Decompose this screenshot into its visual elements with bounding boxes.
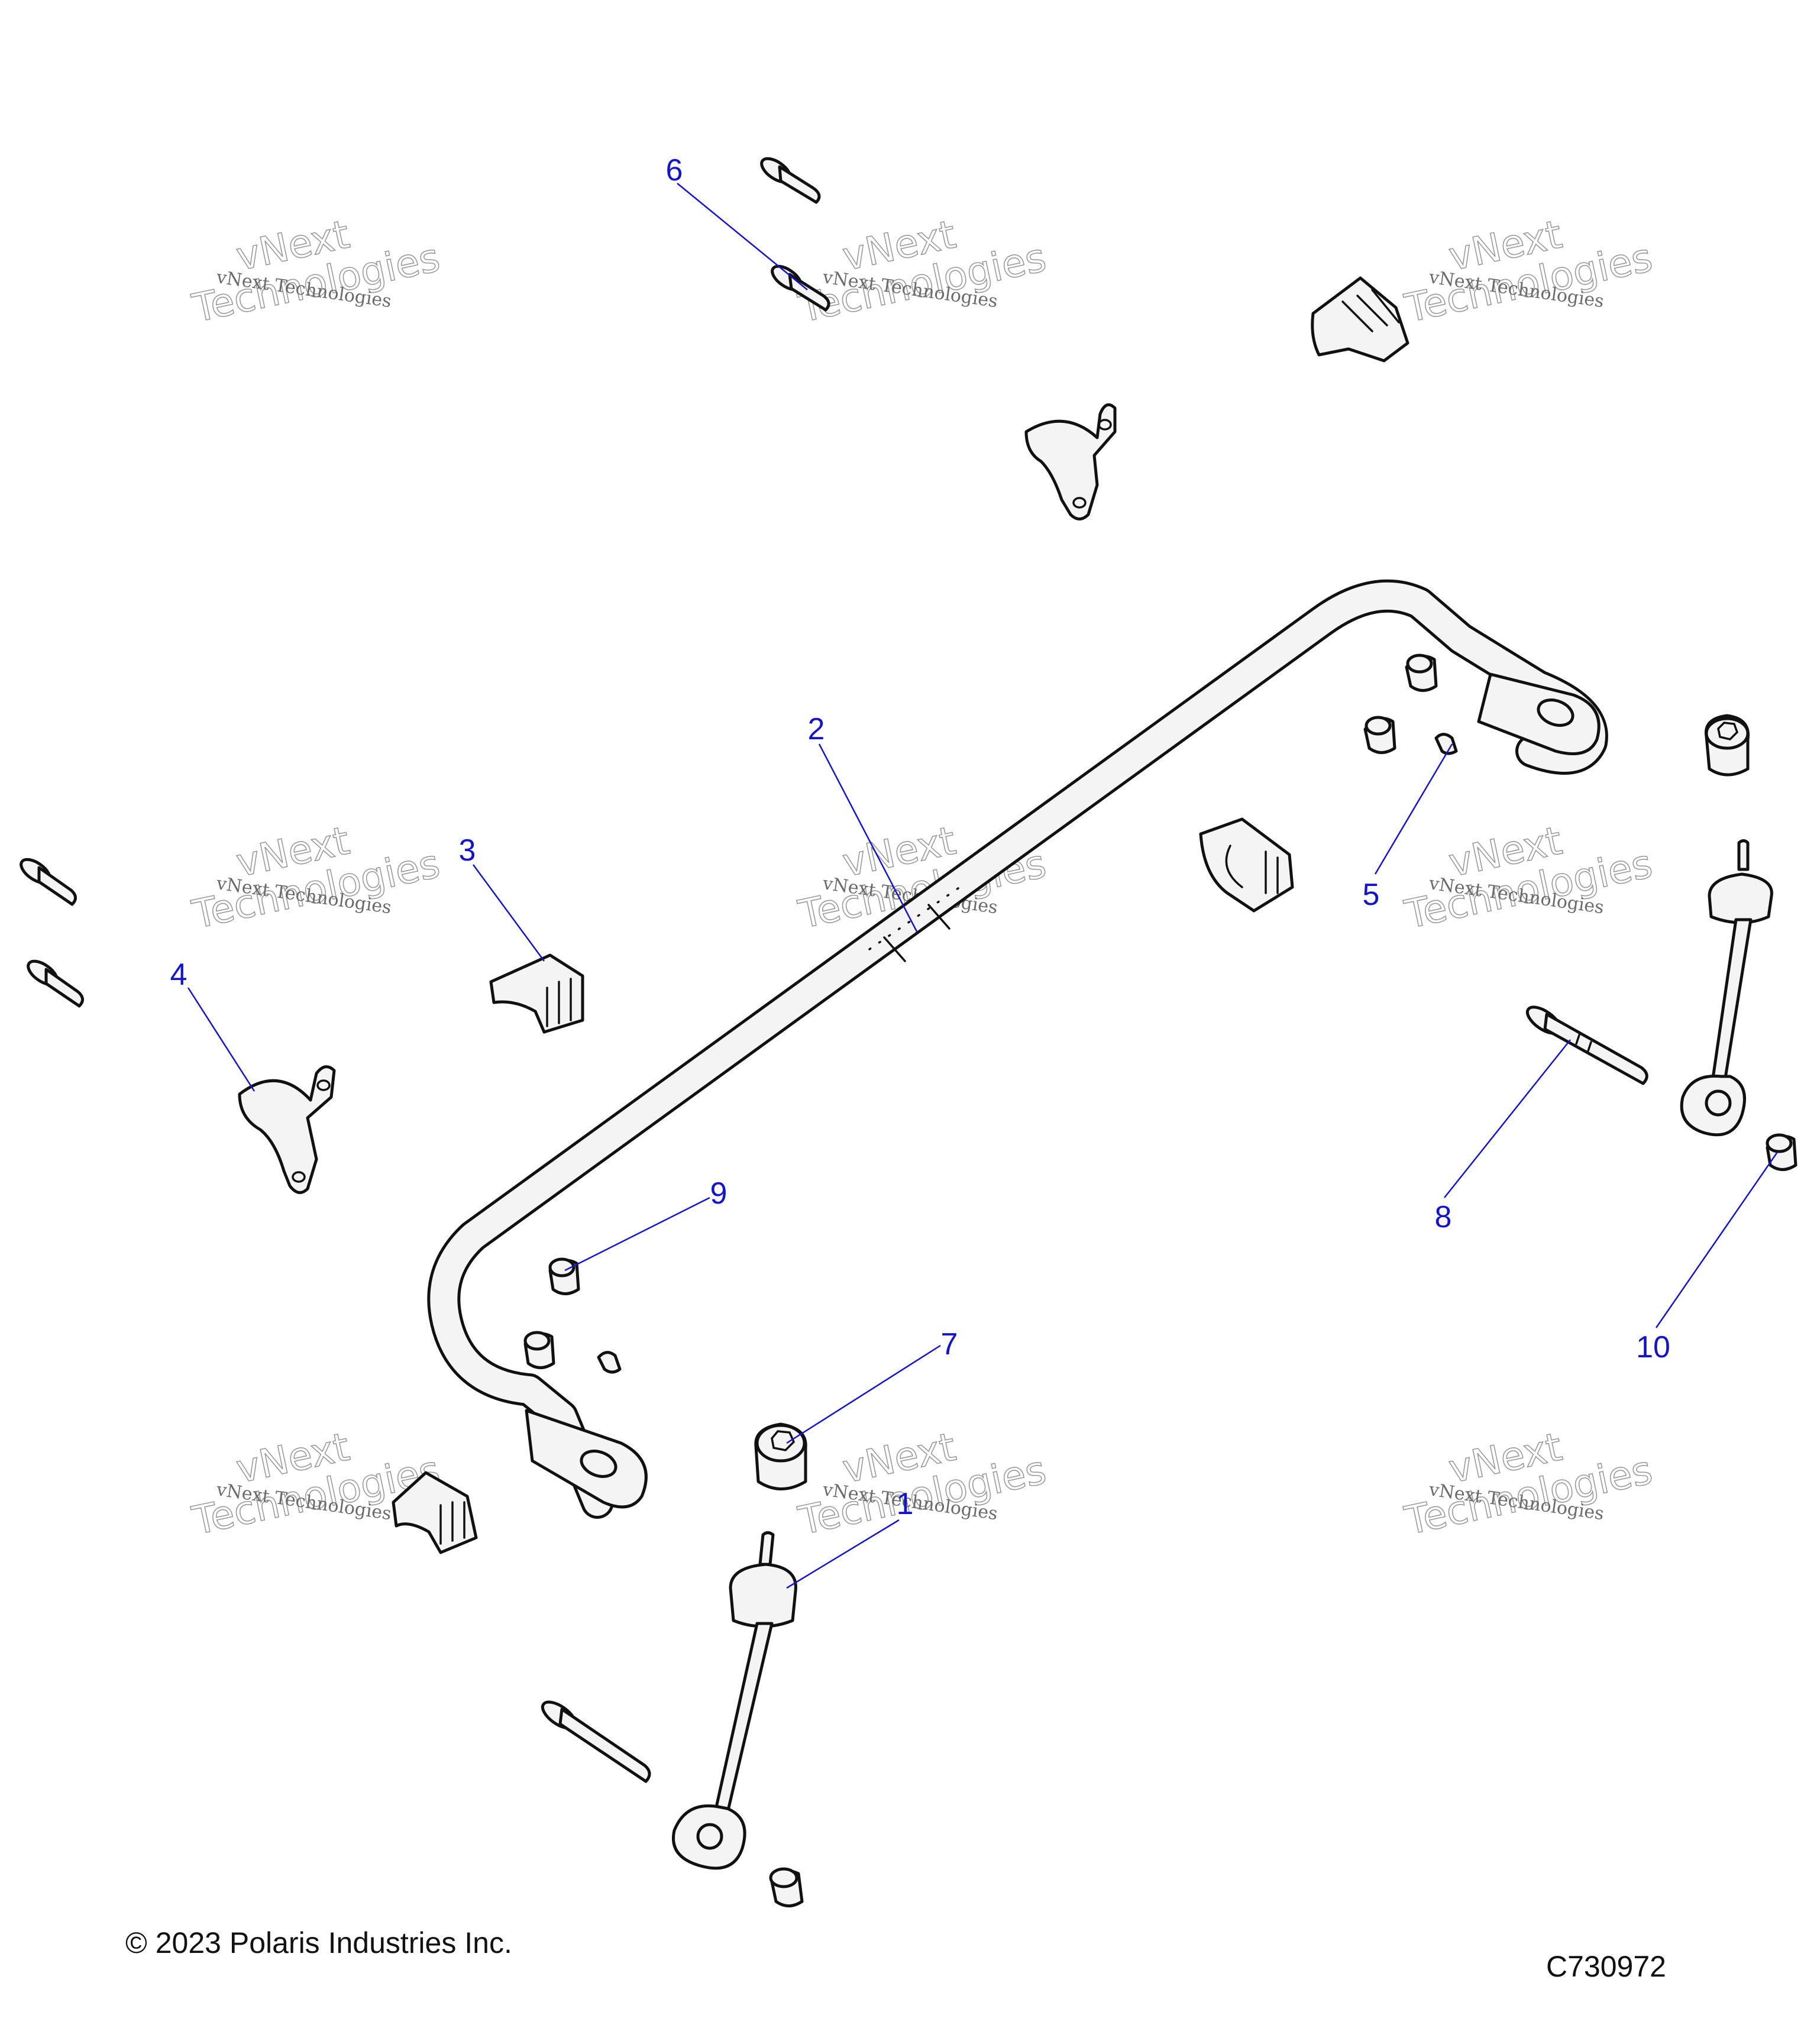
leader-4: [187, 987, 256, 1092]
callout-1: 1: [897, 1487, 914, 1521]
nut-right: [1704, 714, 1750, 777]
long-bolt-right: [1525, 1005, 1648, 1085]
nut-lower: [754, 1422, 807, 1490]
callout-4: 4: [170, 958, 187, 992]
callout-2: 2: [808, 712, 825, 746]
grease-fitting-left: [597, 1351, 622, 1374]
callout-8: 8: [1435, 1200, 1452, 1234]
bushing-left: [489, 953, 584, 1034]
copyright-notice: © 2023 Polaris Industries Inc.: [125, 1926, 512, 1959]
sleeve-bottom: [769, 1867, 804, 1907]
leader-8: [1444, 1039, 1571, 1198]
callout-10: 10: [1636, 1330, 1670, 1364]
end-link-lower: [672, 1531, 797, 1870]
bushing-middle-right: [1199, 817, 1294, 913]
leader-lines: [187, 183, 1779, 1589]
bolt-left-1: [20, 858, 77, 906]
watermark: vNext Technologies: [1401, 1424, 1657, 1544]
callout-7: 7: [941, 1327, 958, 1361]
watermark: vNext Technologies: [1401, 211, 1657, 332]
callout-6: 6: [666, 153, 683, 187]
grease-fitting-right: [1434, 733, 1458, 755]
sleeve-left-1: [548, 1257, 580, 1295]
bolt-left-2: [27, 959, 84, 1008]
leader-5: [1374, 743, 1453, 875]
sleeve-right-2: [1363, 716, 1396, 754]
leader-7: [786, 1344, 941, 1444]
callout-labels: 1 2 3 4 5 6 7 8 9 10: [170, 153, 1670, 1521]
leader-9: [564, 1196, 710, 1272]
bushing-upper-right: [1311, 276, 1409, 363]
leader-10: [1655, 1152, 1779, 1328]
sleeve-left-2: [523, 1331, 555, 1369]
watermark: vNext Technologies: [188, 817, 444, 938]
leader-1: [786, 1519, 900, 1589]
sleeve-right-1: [1405, 654, 1438, 692]
clamp-left: [238, 1065, 336, 1194]
callout-5: 5: [1363, 878, 1380, 912]
clamp-upper: [1024, 403, 1117, 520]
long-bolt-lower: [541, 1700, 651, 1783]
leader-3: [472, 864, 545, 962]
callout-3: 3: [459, 833, 476, 868]
drawing-number: C730972: [1546, 1950, 1666, 1983]
end-link-right: [1680, 839, 1773, 1137]
watermark: vNext Technologies: [1401, 817, 1657, 938]
watermark-group: vNext Technologies vNext Technologies vN…: [188, 211, 1657, 1544]
watermark: vNext Technologies: [794, 1424, 1050, 1544]
leader-2: [818, 743, 918, 932]
callout-9: 9: [710, 1176, 728, 1211]
stabilizer-bar: [427, 579, 1608, 1519]
leader-6: [677, 183, 808, 290]
watermark: vNext Technologies: [188, 211, 444, 332]
bushing-lower-left: [392, 1471, 478, 1554]
sleeve-far-right: [1766, 1133, 1797, 1171]
bolt-upper-1: [760, 157, 821, 204]
